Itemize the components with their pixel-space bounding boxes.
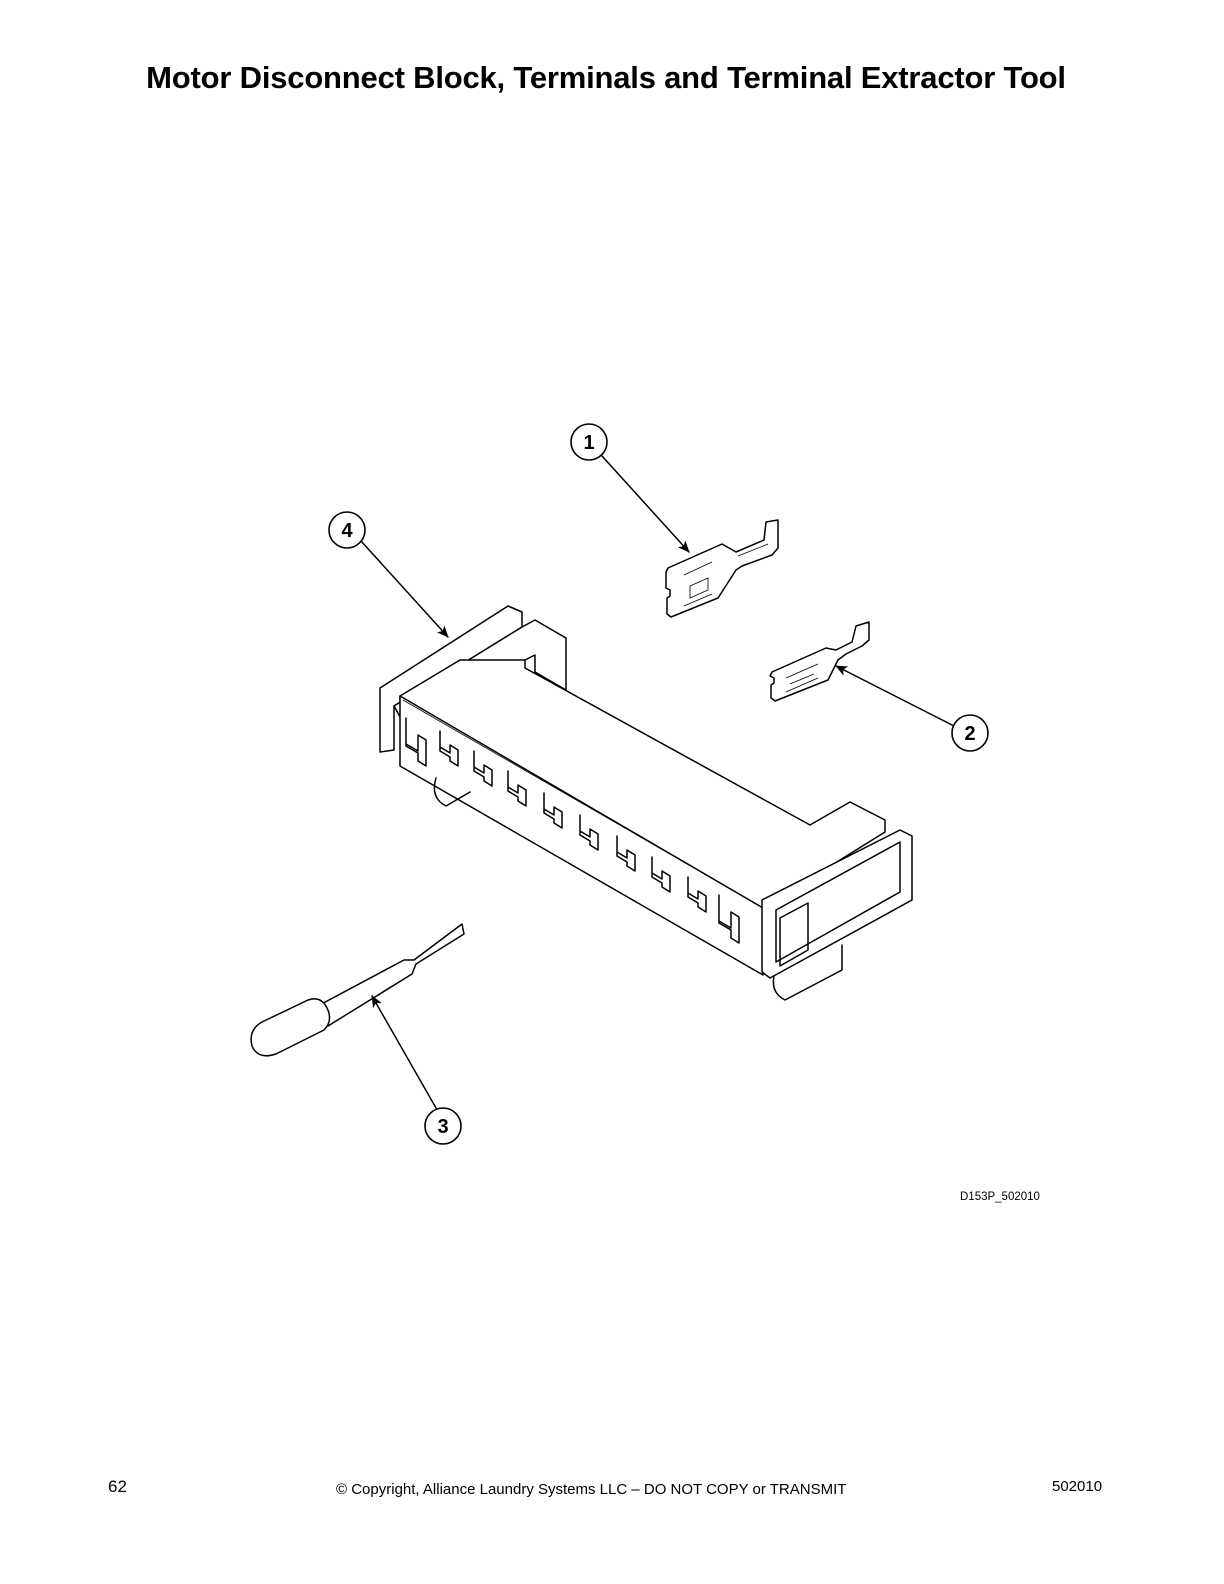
page-title: Motor Disconnect Block, Terminals and Te… [146, 60, 1066, 95]
document-number: 502010 [1052, 1478, 1103, 1495]
page-number: 62 [108, 1477, 127, 1496]
svg-text:2: 2 [964, 723, 975, 745]
callout-4: 4 [328, 511, 366, 549]
terminal-1 [665, 519, 779, 618]
callout-2: 2 [951, 714, 989, 752]
svg-text:4: 4 [341, 520, 353, 542]
callout-3: 3 [424, 1107, 462, 1145]
motor-disconnect-block [379, 605, 913, 1001]
svg-text:1: 1 [583, 432, 594, 454]
terminal-extractor-tool [250, 923, 465, 1057]
figure-id: D153P_502010 [960, 1191, 1040, 1203]
terminal-2 [769, 621, 870, 702]
copyright-notice: © Copyright, Alliance Laundry Systems LL… [336, 1481, 847, 1498]
svg-text:3: 3 [437, 1116, 448, 1138]
callout-1: 1 [570, 423, 608, 461]
